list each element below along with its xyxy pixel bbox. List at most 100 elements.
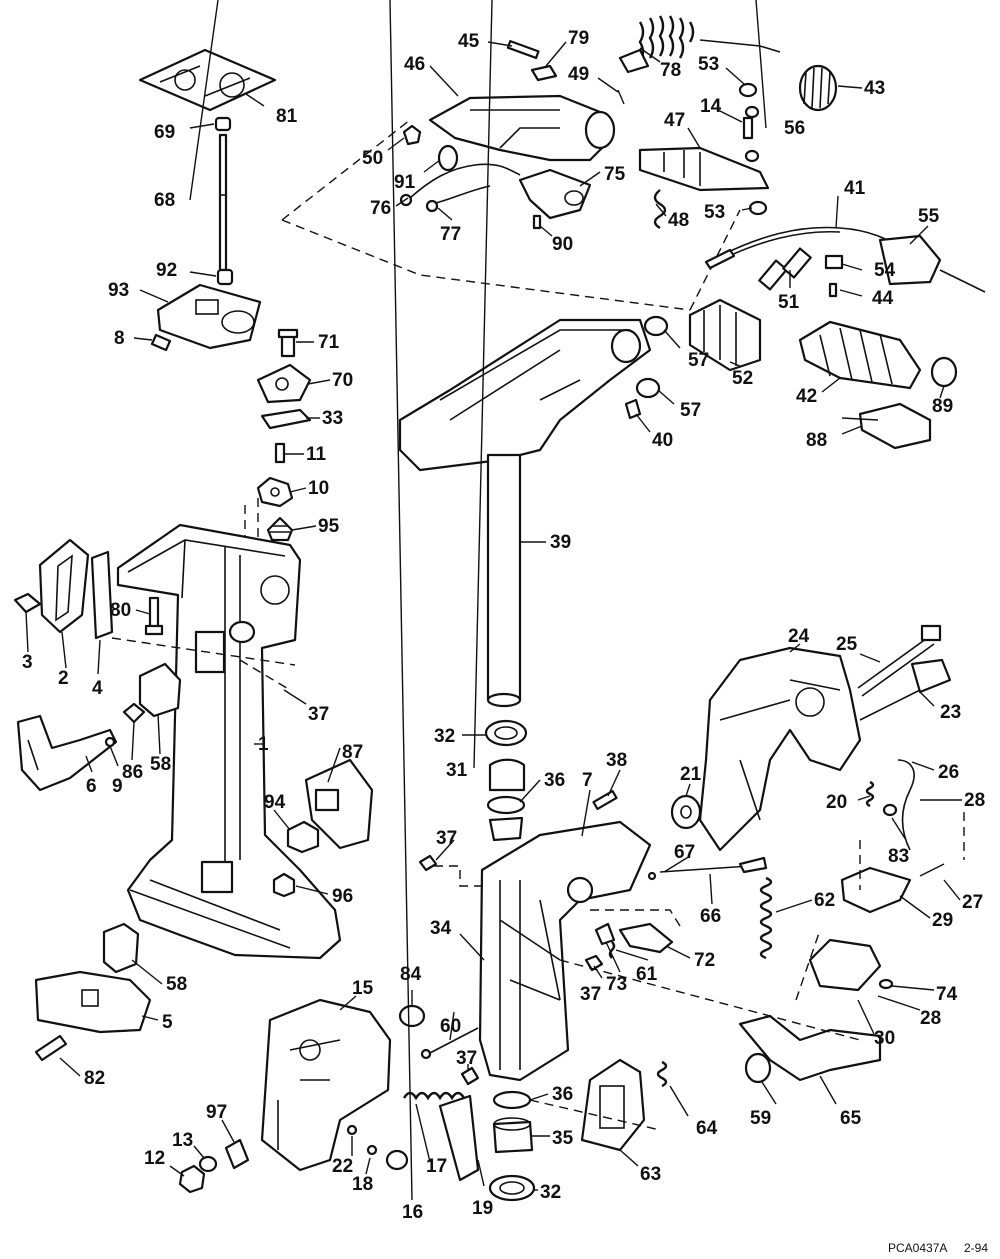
screw-37-mid	[418, 854, 438, 872]
spring-48	[653, 189, 667, 230]
callout-97: 97	[206, 1102, 227, 1123]
nut-12	[178, 1164, 206, 1194]
pin-60	[420, 1027, 479, 1060]
callout-15: 15	[352, 978, 374, 999]
callout-46: 46	[404, 54, 425, 75]
callout-19: 19	[472, 1198, 493, 1219]
screw-18	[366, 1144, 378, 1156]
callout-52: 52	[732, 368, 753, 389]
callout-34: 34	[430, 918, 452, 939]
clamp-bracket-15	[260, 998, 392, 1172]
bolt-3	[13, 592, 42, 614]
clamp-55	[878, 234, 986, 293]
bushing-31	[488, 758, 526, 842]
cover-93	[156, 283, 262, 350]
callout-74: 74	[936, 984, 958, 1005]
callout-28: 28	[964, 790, 985, 811]
reference-code: PCA0437A	[888, 1241, 947, 1255]
callout-9: 9	[112, 776, 123, 797]
callout-48: 48	[668, 210, 689, 231]
callout-83: 83	[888, 846, 909, 867]
bushing-92	[216, 268, 234, 286]
callout-87: 87	[342, 742, 363, 763]
washer-16	[385, 1149, 409, 1171]
rod-23	[859, 658, 952, 721]
gear-95	[266, 516, 294, 542]
fitting-40	[624, 398, 642, 420]
link-97	[224, 1138, 250, 1170]
washer-84	[398, 1004, 426, 1028]
callout-92: 92	[156, 260, 177, 281]
swivel-bracket-34	[478, 820, 652, 1082]
grommet-91	[437, 144, 459, 172]
callout-49: 49	[568, 64, 589, 85]
block-54	[824, 254, 844, 270]
lever-72	[618, 922, 674, 954]
callout-29: 29	[932, 910, 953, 931]
callout-23: 23	[940, 702, 961, 723]
spring-62	[759, 876, 773, 960]
callout-25: 25	[836, 634, 858, 655]
leader-lines	[25, 0, 962, 1201]
cap-89	[930, 356, 958, 388]
clip-79	[530, 64, 558, 82]
washer-57-a	[643, 315, 669, 337]
callout-96: 96	[332, 886, 353, 907]
ring-36-bottom	[492, 1090, 532, 1110]
callout-36-b: 36	[552, 1084, 573, 1105]
callout-73: 73	[606, 974, 627, 995]
shift-rod-68	[218, 133, 228, 272]
callout-59: 59	[750, 1108, 771, 1129]
knob-10	[256, 476, 294, 508]
callout-69: 69	[154, 122, 175, 143]
gasket-33	[260, 408, 312, 430]
callout-79: 79	[568, 28, 589, 49]
revision-code: 2-94	[964, 1241, 988, 1255]
bolt-45	[506, 40, 540, 60]
steering-arm-39	[398, 318, 652, 708]
callout-1: 1	[258, 734, 269, 755]
block-94	[286, 820, 320, 854]
grip-43	[798, 64, 838, 112]
cam-73	[594, 922, 616, 946]
callout-86: 86	[122, 762, 143, 783]
screw-11	[274, 442, 286, 464]
callout-5: 5	[162, 1012, 173, 1033]
callout-7: 7	[582, 770, 593, 791]
clamp-2	[38, 538, 90, 634]
nut-96	[272, 872, 296, 898]
spring-61	[608, 941, 616, 959]
callout-43: 43	[864, 78, 885, 99]
pin-14	[742, 116, 754, 140]
callout-77: 77	[440, 224, 461, 245]
callout-14: 14	[700, 96, 722, 117]
bushing-56	[744, 105, 760, 163]
callout-13: 13	[172, 1130, 193, 1151]
callout-66: 66	[700, 906, 721, 927]
callout-82: 82	[84, 1068, 105, 1089]
callout-42: 42	[796, 386, 817, 407]
callout-64: 64	[696, 1118, 718, 1139]
bearing-32-top	[484, 719, 528, 747]
washer-13	[198, 1155, 218, 1173]
bolt-80	[144, 596, 164, 636]
callout-76: 76	[370, 198, 391, 219]
spring-17	[402, 1091, 466, 1101]
clamp-5	[34, 970, 152, 1034]
lever-19	[438, 1094, 480, 1182]
callout-26: 26	[938, 762, 959, 783]
callout-24: 24	[788, 626, 810, 647]
callout-89: 89	[932, 396, 953, 417]
screw-9	[104, 736, 116, 748]
callout-95: 95	[318, 516, 340, 537]
bearing-32-bottom	[488, 1174, 536, 1202]
callout-12: 12	[144, 1148, 165, 1169]
spring-26	[897, 759, 915, 851]
plate-4	[90, 550, 114, 640]
screw-71	[277, 328, 299, 358]
sleeve-51	[758, 247, 812, 291]
washer-86	[122, 702, 146, 724]
callout-28-b: 28	[920, 1008, 941, 1029]
throttle-grip-52	[688, 298, 762, 372]
callout-38: 38	[606, 750, 627, 771]
